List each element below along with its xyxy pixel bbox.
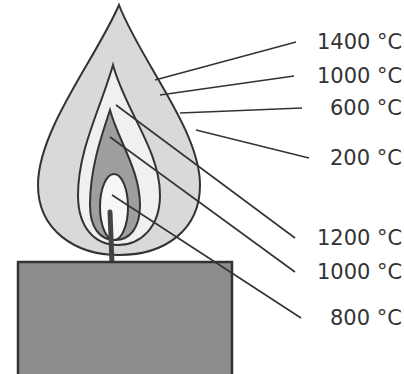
inner-flame [90, 110, 140, 240]
temperature-label: 1000 °C [317, 260, 402, 284]
temperature-label: 200 °C [330, 146, 402, 170]
leader-line [180, 108, 302, 113]
temperature-label: 1000 °C [317, 64, 402, 88]
temperature-label: 1400 °C [317, 30, 402, 54]
wick [110, 212, 112, 264]
candle-body [18, 262, 232, 374]
leader-line [160, 76, 294, 95]
leader-line [196, 130, 309, 158]
flame-core [100, 174, 128, 240]
temperature-label: 600 °C [330, 96, 402, 120]
leader-line [116, 105, 295, 238]
temperature-label: 1200 °C [317, 226, 402, 250]
leader-line [112, 195, 301, 318]
outer-flame [38, 5, 200, 255]
leader-line [110, 137, 295, 272]
leader-line [155, 42, 296, 80]
temperature-label: 800 °C [330, 306, 402, 330]
